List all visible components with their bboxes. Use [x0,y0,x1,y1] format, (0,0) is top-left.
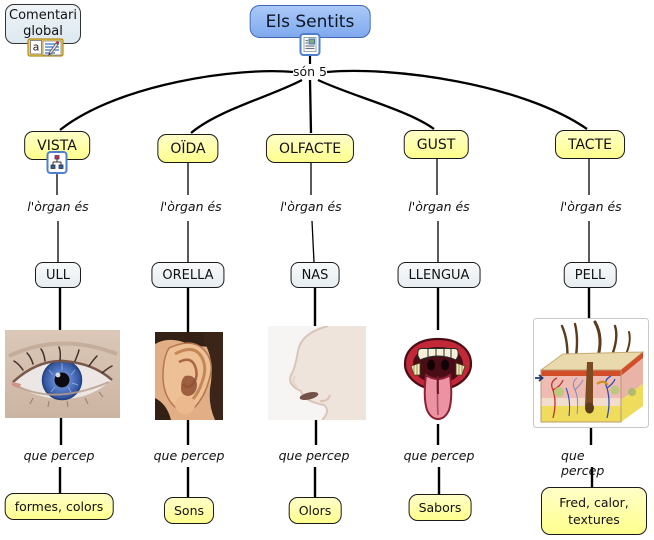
link-label-organ[interactable]: l'òrgan és [160,199,222,214]
link-label-percep[interactable]: que percep [153,448,225,463]
sense-node-gust[interactable]: GUST [403,130,469,159]
sense-node-tacte[interactable]: TACTE [555,130,625,159]
organ-node-llengua[interactable]: LLENGUA [397,262,481,288]
global-comment-node[interactable]: Comentari global [5,4,81,44]
organ-node-pell[interactable]: PELL [563,262,617,288]
percep-node-olors[interactable]: Olors [288,497,342,524]
nose-profile-photo[interactable] [268,325,366,421]
link-label-organ[interactable]: l'òrgan és [408,199,470,214]
organ-node-orella[interactable]: ORELLA [151,262,225,288]
note-letter: a [33,41,40,54]
link-label-percep[interactable]: que percep [278,448,350,463]
ear-photo[interactable] [155,332,223,420]
link-label-percep[interactable]: que percep [561,448,605,478]
link-label-percep[interactable]: que percep [23,448,95,463]
attached-document-icon[interactable] [299,33,321,56]
skin-cross-section-diagram[interactable] [533,318,649,428]
percep-node-sons[interactable]: Sons [163,497,215,524]
root-concept-node[interactable]: Els Sentits [249,5,371,38]
eye-photo[interactable] [5,330,120,418]
link-label-organ[interactable]: l'òrgan és [280,199,342,214]
link-label-quantity[interactable]: són 5 [292,64,328,79]
mouth-tongue-illustration[interactable] [398,330,478,424]
link-label-organ[interactable]: l'òrgan és [560,199,622,214]
percep-node-formes-colors[interactable]: formes, colors [4,493,114,520]
attached-cmap-icon[interactable] [46,151,68,174]
organ-node-ull[interactable]: ULL [34,262,82,288]
sense-node-olfacte[interactable]: OLFACTE [265,134,355,163]
link-label-organ[interactable]: l'òrgan és [27,199,89,214]
annotation-note-icon[interactable]: a [27,37,64,58]
percep-node-fred-calor-textures[interactable]: Fred, calor, textures [541,487,647,535]
link-label-percep[interactable]: que percep [403,448,475,463]
percep-node-sabors[interactable]: Sabors [408,494,472,521]
organ-node-nas[interactable]: NAS [290,262,340,288]
sense-node-oida[interactable]: OÏDA [157,134,219,163]
